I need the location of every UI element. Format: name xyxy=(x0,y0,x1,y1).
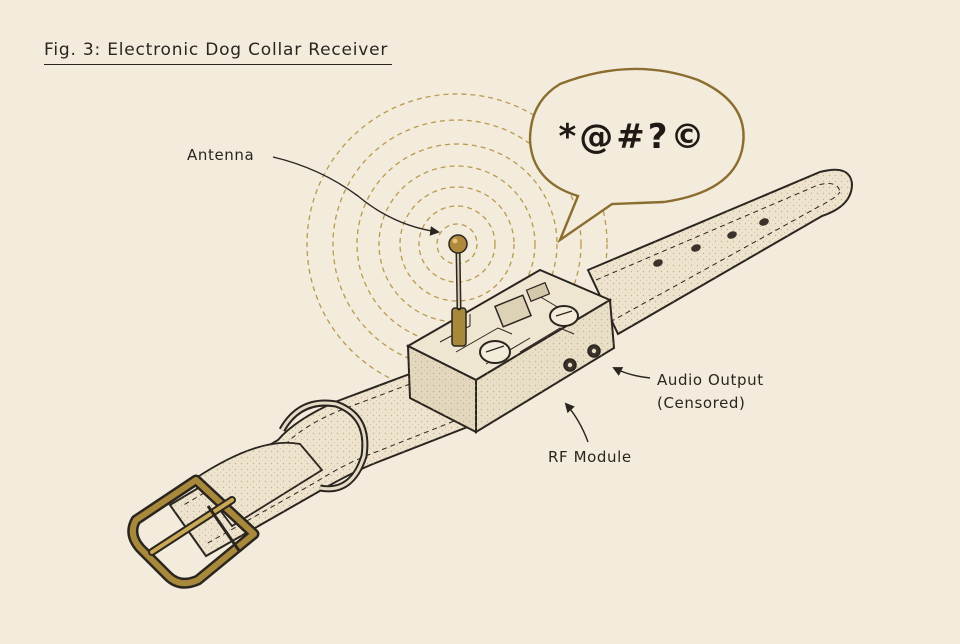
antenna-icon xyxy=(448,234,468,347)
strap-holes xyxy=(653,218,769,267)
collar-strap-far xyxy=(586,168,854,336)
label-audio-output-note: (Censored) xyxy=(657,394,746,412)
buckle-icon xyxy=(127,474,260,589)
chip xyxy=(493,294,533,328)
label-rf-module: RF Module xyxy=(548,448,632,466)
knob-icon xyxy=(479,305,579,364)
label-audio-output: Audio Output xyxy=(657,371,764,389)
audio-jack-icon xyxy=(563,344,601,372)
leader-arrows xyxy=(272,156,651,443)
chip-small xyxy=(525,281,551,303)
receiver-device xyxy=(405,234,616,434)
speech-bubble xyxy=(528,67,745,244)
label-antenna: Antenna xyxy=(187,146,255,164)
d-ring-icon xyxy=(278,399,369,493)
speech-bubble-text: *@#?© xyxy=(558,117,708,157)
figure-title: Fig. 3: Electronic Dog Collar Receiver xyxy=(44,40,393,65)
